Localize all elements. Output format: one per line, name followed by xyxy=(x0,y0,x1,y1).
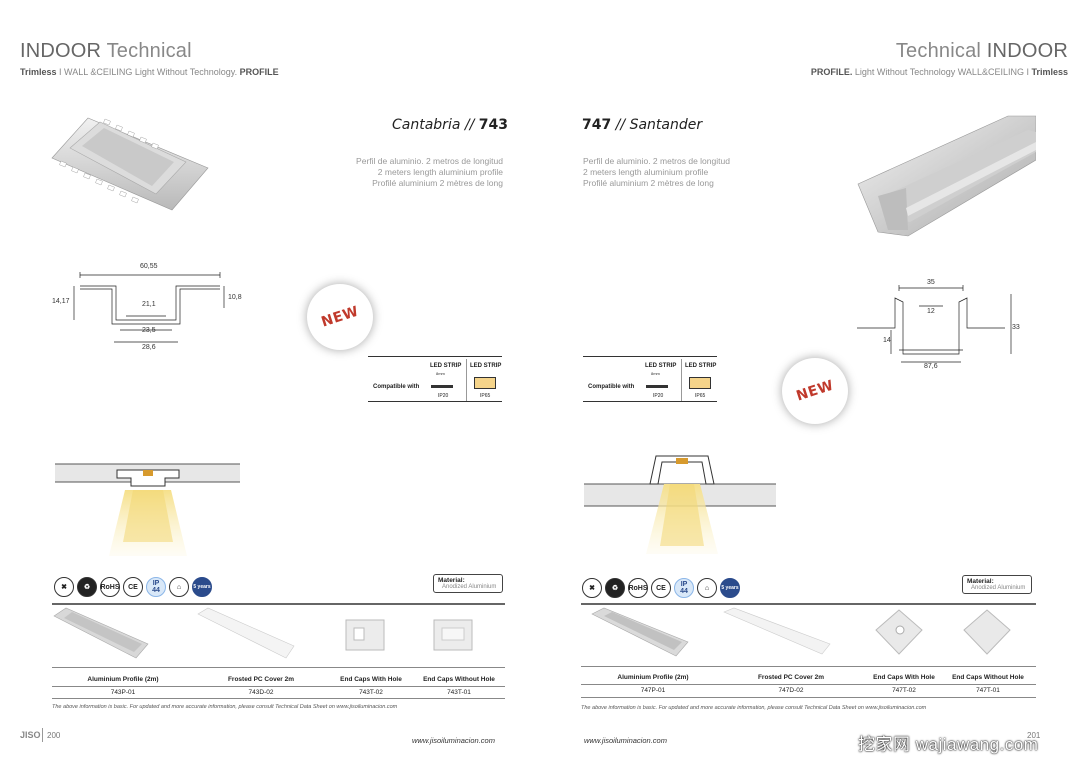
right-acc-code-4: 747T-01 xyxy=(976,687,1000,694)
left-header-subtitle: Trimless I WALL &CEILING Light Without T… xyxy=(20,67,279,77)
left-header-title: INDOOR Technical xyxy=(20,40,192,62)
acc-right-cover-image xyxy=(723,607,831,655)
dim-mid: 23,5 xyxy=(142,327,156,334)
dim-inner: 21,1 xyxy=(142,301,156,308)
right-header-subtitle: PROFILE. Light Without Technology WALL&C… xyxy=(810,67,1068,77)
cantabria-title: Cantabria // 743 xyxy=(392,117,508,133)
left-acc-code-4: 743T-01 xyxy=(447,689,471,696)
left-acc-rule-2 xyxy=(52,686,505,687)
left-acc-rule xyxy=(52,667,505,668)
left-divider xyxy=(52,603,505,605)
left-acc-code-3: 743T-02 xyxy=(359,689,383,696)
warranty-5-years-icon: 5 years xyxy=(192,577,212,597)
left-acc-code-2: 743D-02 xyxy=(248,689,274,696)
ce-icon: CE xyxy=(123,577,143,597)
right-acc-rule-3 xyxy=(581,697,1036,698)
right-acc-code-3: 747T-02 xyxy=(892,687,916,694)
cantabria-installation-illustration xyxy=(55,463,240,556)
weee-icon: ✖ xyxy=(582,578,602,598)
left-footnote: The above information is basic. For upda… xyxy=(52,704,398,710)
left-new-badge: NEW xyxy=(307,284,373,350)
recycle-icon: ♻ xyxy=(605,578,625,598)
dim-left-right-page: 14 xyxy=(883,337,891,344)
left-page-number: 200 xyxy=(47,731,61,740)
right-acc-label-4: End Caps Without Hole xyxy=(952,674,1024,681)
ce-icon: CE xyxy=(651,578,671,598)
dim-bottom-right: 87,6 xyxy=(924,363,938,370)
right-acc-label-1: Aluminium Profile (2m) xyxy=(617,674,689,681)
dim-width: 60,55 xyxy=(140,263,158,270)
right-header-title: Technical INDOOR xyxy=(895,40,1068,62)
right-acc-label-3: End Caps With Hole xyxy=(873,674,935,681)
dim-bottom: 28,6 xyxy=(142,344,156,351)
acc-right-endcap-nohole-image xyxy=(963,609,1011,655)
cantabria-description: Perfil de aluminio. 2 metros de longitud… xyxy=(356,156,503,188)
acc-right-profile-image xyxy=(591,607,689,657)
santander-profile-image xyxy=(857,115,1036,237)
dim-inner-right: 12 xyxy=(927,308,935,315)
santander-technical-drawing xyxy=(857,285,1012,363)
warranty-5-years-icon: 5 years xyxy=(720,578,740,598)
santander-description: Perfil de aluminio. 2 metros de longitud… xyxy=(583,156,730,188)
left-compat-table: Compatible with LED STRIP LED STRIP 8mm … xyxy=(368,356,502,402)
rohs-icon: RoHS xyxy=(100,577,120,597)
right-compat-table: Compatible with LED STRIP LED STRIP 8mm … xyxy=(583,356,717,402)
right-new-badge: NEW xyxy=(782,358,848,424)
dim-height-left: 14,17 xyxy=(52,298,70,305)
indoor-icon: ⌂ xyxy=(697,578,717,598)
jiso-logo: JISO xyxy=(20,730,41,740)
acc-left-endcap-nohole-image xyxy=(433,619,473,651)
acc-left-profile-image xyxy=(53,607,149,659)
left-acc-rule-3 xyxy=(52,698,505,699)
right-acc-code-1: 747P-01 xyxy=(640,687,666,694)
right-divider xyxy=(581,603,1036,605)
dim-height-right: 10,8 xyxy=(228,294,242,301)
left-acc-label-1: Aluminium Profile (2m) xyxy=(87,676,159,683)
right-acc-rule xyxy=(581,666,1036,667)
right-acc-code-2: 747D-02 xyxy=(778,687,804,694)
dim-right-height: 33 xyxy=(1012,324,1020,331)
dim-top: 35 xyxy=(927,279,935,286)
right-acc-label-2: Frosted PC Cover 2m xyxy=(757,674,825,681)
right-page-number: 201 xyxy=(1027,731,1041,740)
recycle-icon: ♻ xyxy=(77,577,97,597)
left-url-link[interactable]: www.jisoiluminacion.com xyxy=(412,736,495,745)
left-acc-label-2: Frosted PC Cover 2m xyxy=(227,676,295,683)
weee-icon: ✖ xyxy=(54,577,74,597)
left-acc-label-4: End Caps Without Hole xyxy=(423,676,495,683)
left-acc-label-3: End Caps With Hole xyxy=(340,676,402,683)
cantabria-profile-image xyxy=(51,117,209,211)
watermark: 挖家网 wajiawang.com xyxy=(858,735,1039,754)
right-footnote: The above information is basic. For upda… xyxy=(581,705,927,711)
cantabria-technical-drawing xyxy=(73,272,225,343)
right-acc-rule-2 xyxy=(581,684,1036,685)
acc-left-cover-image xyxy=(197,607,295,659)
right-url-link[interactable]: www.jisoiluminacion.com xyxy=(584,736,667,745)
indoor-icon: ⌂ xyxy=(169,577,189,597)
left-acc-code-1: 743P-01 xyxy=(110,689,136,696)
santander-installation-illustration xyxy=(584,455,776,554)
rohs-icon: RoHS xyxy=(628,578,648,598)
acc-left-endcap-hole-image xyxy=(345,619,385,651)
santander-title: 747 // Santander xyxy=(582,117,703,133)
left-material-box: Material:Anodized Aluminium xyxy=(433,574,503,593)
right-material-box: Material:Anodized Aluminium xyxy=(962,575,1032,594)
acc-right-endcap-hole-image xyxy=(875,609,923,655)
